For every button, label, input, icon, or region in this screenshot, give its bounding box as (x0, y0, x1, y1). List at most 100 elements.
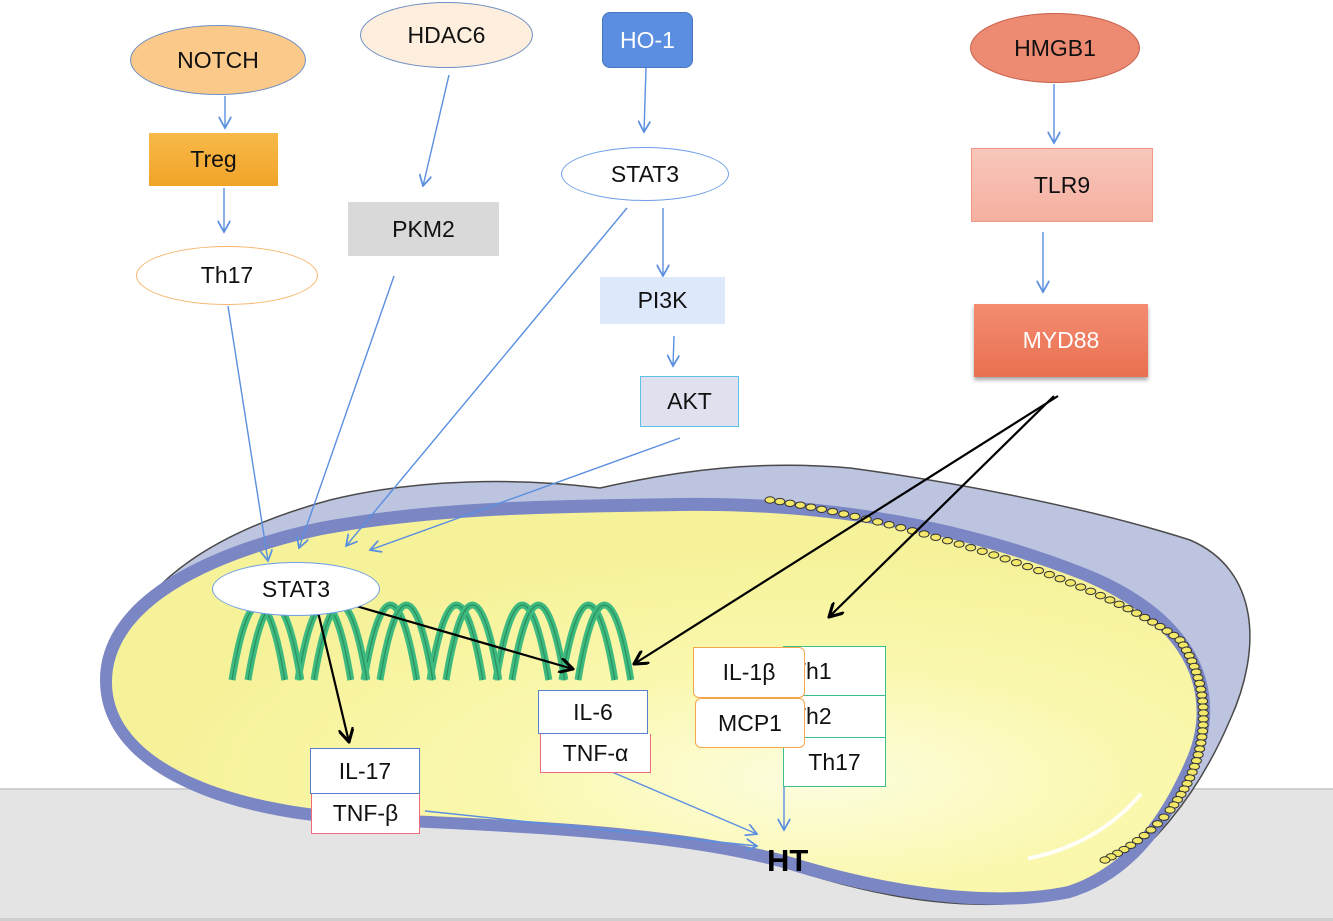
membrane-bead (872, 518, 884, 526)
membrane-bead (1168, 631, 1180, 640)
membrane-bead (1145, 826, 1157, 834)
membrane-bead (1054, 575, 1066, 583)
membrane-bead (930, 533, 942, 541)
membrane-bead (1043, 570, 1055, 579)
membrane-bead (953, 540, 965, 548)
membrane-bead (784, 499, 796, 507)
arrow-tnfb-ht (424, 810, 757, 846)
membrane-bead (1085, 587, 1097, 596)
membrane-bead (1197, 709, 1209, 717)
membrane-bead (1151, 820, 1163, 828)
membrane-bead (1139, 613, 1151, 622)
arrow-myd88-cytokines (829, 395, 1055, 617)
node-hmgb1: HMGB1 (970, 13, 1140, 83)
dna-strand (429, 604, 484, 681)
membrane-bead (1113, 600, 1125, 609)
node-myd88: MYD88 (974, 304, 1148, 377)
membrane-bead (988, 551, 1000, 559)
membrane-bead (1197, 697, 1209, 705)
membrane-bead (794, 501, 806, 509)
node-il17: IL-17 (310, 748, 420, 794)
node-tlr9: TLR9 (971, 148, 1153, 222)
arrow-pkm2-stat3 (299, 275, 395, 548)
arrow-tnfa-ht (611, 771, 757, 834)
arrow-akt-stat3 (370, 437, 681, 550)
membrane-bead (1197, 727, 1209, 735)
membrane-bead (1104, 596, 1116, 604)
node-th17-upstream: Th17 (136, 246, 318, 305)
arrow-hdac6-pkm2 (423, 74, 450, 186)
membrane-bead (816, 505, 828, 513)
membrane-bead (1075, 583, 1087, 591)
membrane-bead (941, 536, 953, 545)
membrane-bead (1154, 622, 1166, 631)
membrane-bead (883, 521, 895, 529)
arrow-stat3-il6 (355, 604, 573, 669)
node-pkm2: PKM2 (348, 202, 499, 256)
membrane-bead (1147, 618, 1159, 626)
membrane-bead (764, 496, 776, 504)
pathway-arrows (224, 67, 1054, 846)
membrane-bead (1131, 609, 1143, 617)
node-th17-cell: Th17 (783, 738, 886, 787)
dna-strand (561, 604, 616, 681)
node-treg: Treg (149, 133, 278, 186)
dna-strand (363, 604, 418, 681)
membrane-bead (1125, 841, 1137, 849)
membrane-bead (805, 503, 817, 511)
membrane-bead (1197, 703, 1209, 711)
membrane-bead (1010, 558, 1022, 567)
membrane-bead (965, 543, 977, 552)
arrow-myd88-il6 (634, 395, 1059, 664)
membrane-bead (827, 507, 839, 516)
membrane-bead (1022, 562, 1034, 571)
node-mcp1: MCP1 (695, 698, 805, 748)
dna-strand (445, 604, 500, 681)
membrane-bead (918, 530, 930, 538)
regulatory-arrows (316, 395, 1059, 742)
dna-strand (577, 604, 632, 681)
membrane-bead (1197, 715, 1209, 723)
membrane-bead-chain (764, 496, 1209, 864)
membrane-bead (1033, 566, 1045, 575)
arrow-stat3-il17 (316, 611, 349, 742)
node-stat3-nuclear: STAT3 (212, 562, 380, 616)
node-hdac6: HDAC6 (360, 2, 533, 68)
outcome-ht: HT (767, 843, 809, 878)
membrane-bead (1064, 579, 1076, 587)
node-pi3k: PI3K (600, 277, 725, 324)
membrane-bead (774, 497, 786, 506)
membrane-bead (838, 510, 850, 518)
membrane-bead (1197, 721, 1209, 729)
node-ho1: HO-1 (602, 12, 693, 68)
arrow-th17-stat3 (227, 305, 268, 561)
membrane-bead (1138, 831, 1150, 840)
arrow-stat3-nuclear (346, 207, 628, 546)
node-tnf-beta: TNF-β (311, 794, 420, 834)
membrane-bead (895, 524, 907, 532)
dna-strand (511, 604, 566, 681)
membrane-bead (999, 555, 1011, 563)
node-stat3-top: STAT3 (561, 147, 729, 201)
membrane-bead (1158, 813, 1170, 821)
membrane-bead (1192, 751, 1204, 759)
membrane-bead (1196, 691, 1208, 699)
membrane-bead (1132, 836, 1143, 845)
membrane-bead (1094, 591, 1106, 600)
cytoplasm-highlight (1028, 793, 1142, 860)
node-tnf-alpha: TNF-α (540, 734, 651, 773)
membrane-bead (1161, 627, 1173, 635)
membrane-bead (1196, 733, 1208, 741)
membrane-bead (1099, 856, 1111, 864)
membrane-bead (1195, 739, 1207, 747)
arrow-pi3k-akt (673, 335, 674, 366)
node-notch: NOTCH (130, 25, 306, 95)
node-akt: AKT (640, 376, 739, 427)
node-il1b: IL-1β (693, 647, 805, 698)
membrane-bead (1190, 756, 1202, 765)
node-il6: IL-6 (538, 690, 648, 734)
arrow-ho1-stat3 (644, 67, 646, 132)
membrane-bead (976, 547, 988, 555)
dna-strand (379, 604, 434, 681)
membrane-bead (1194, 745, 1206, 753)
